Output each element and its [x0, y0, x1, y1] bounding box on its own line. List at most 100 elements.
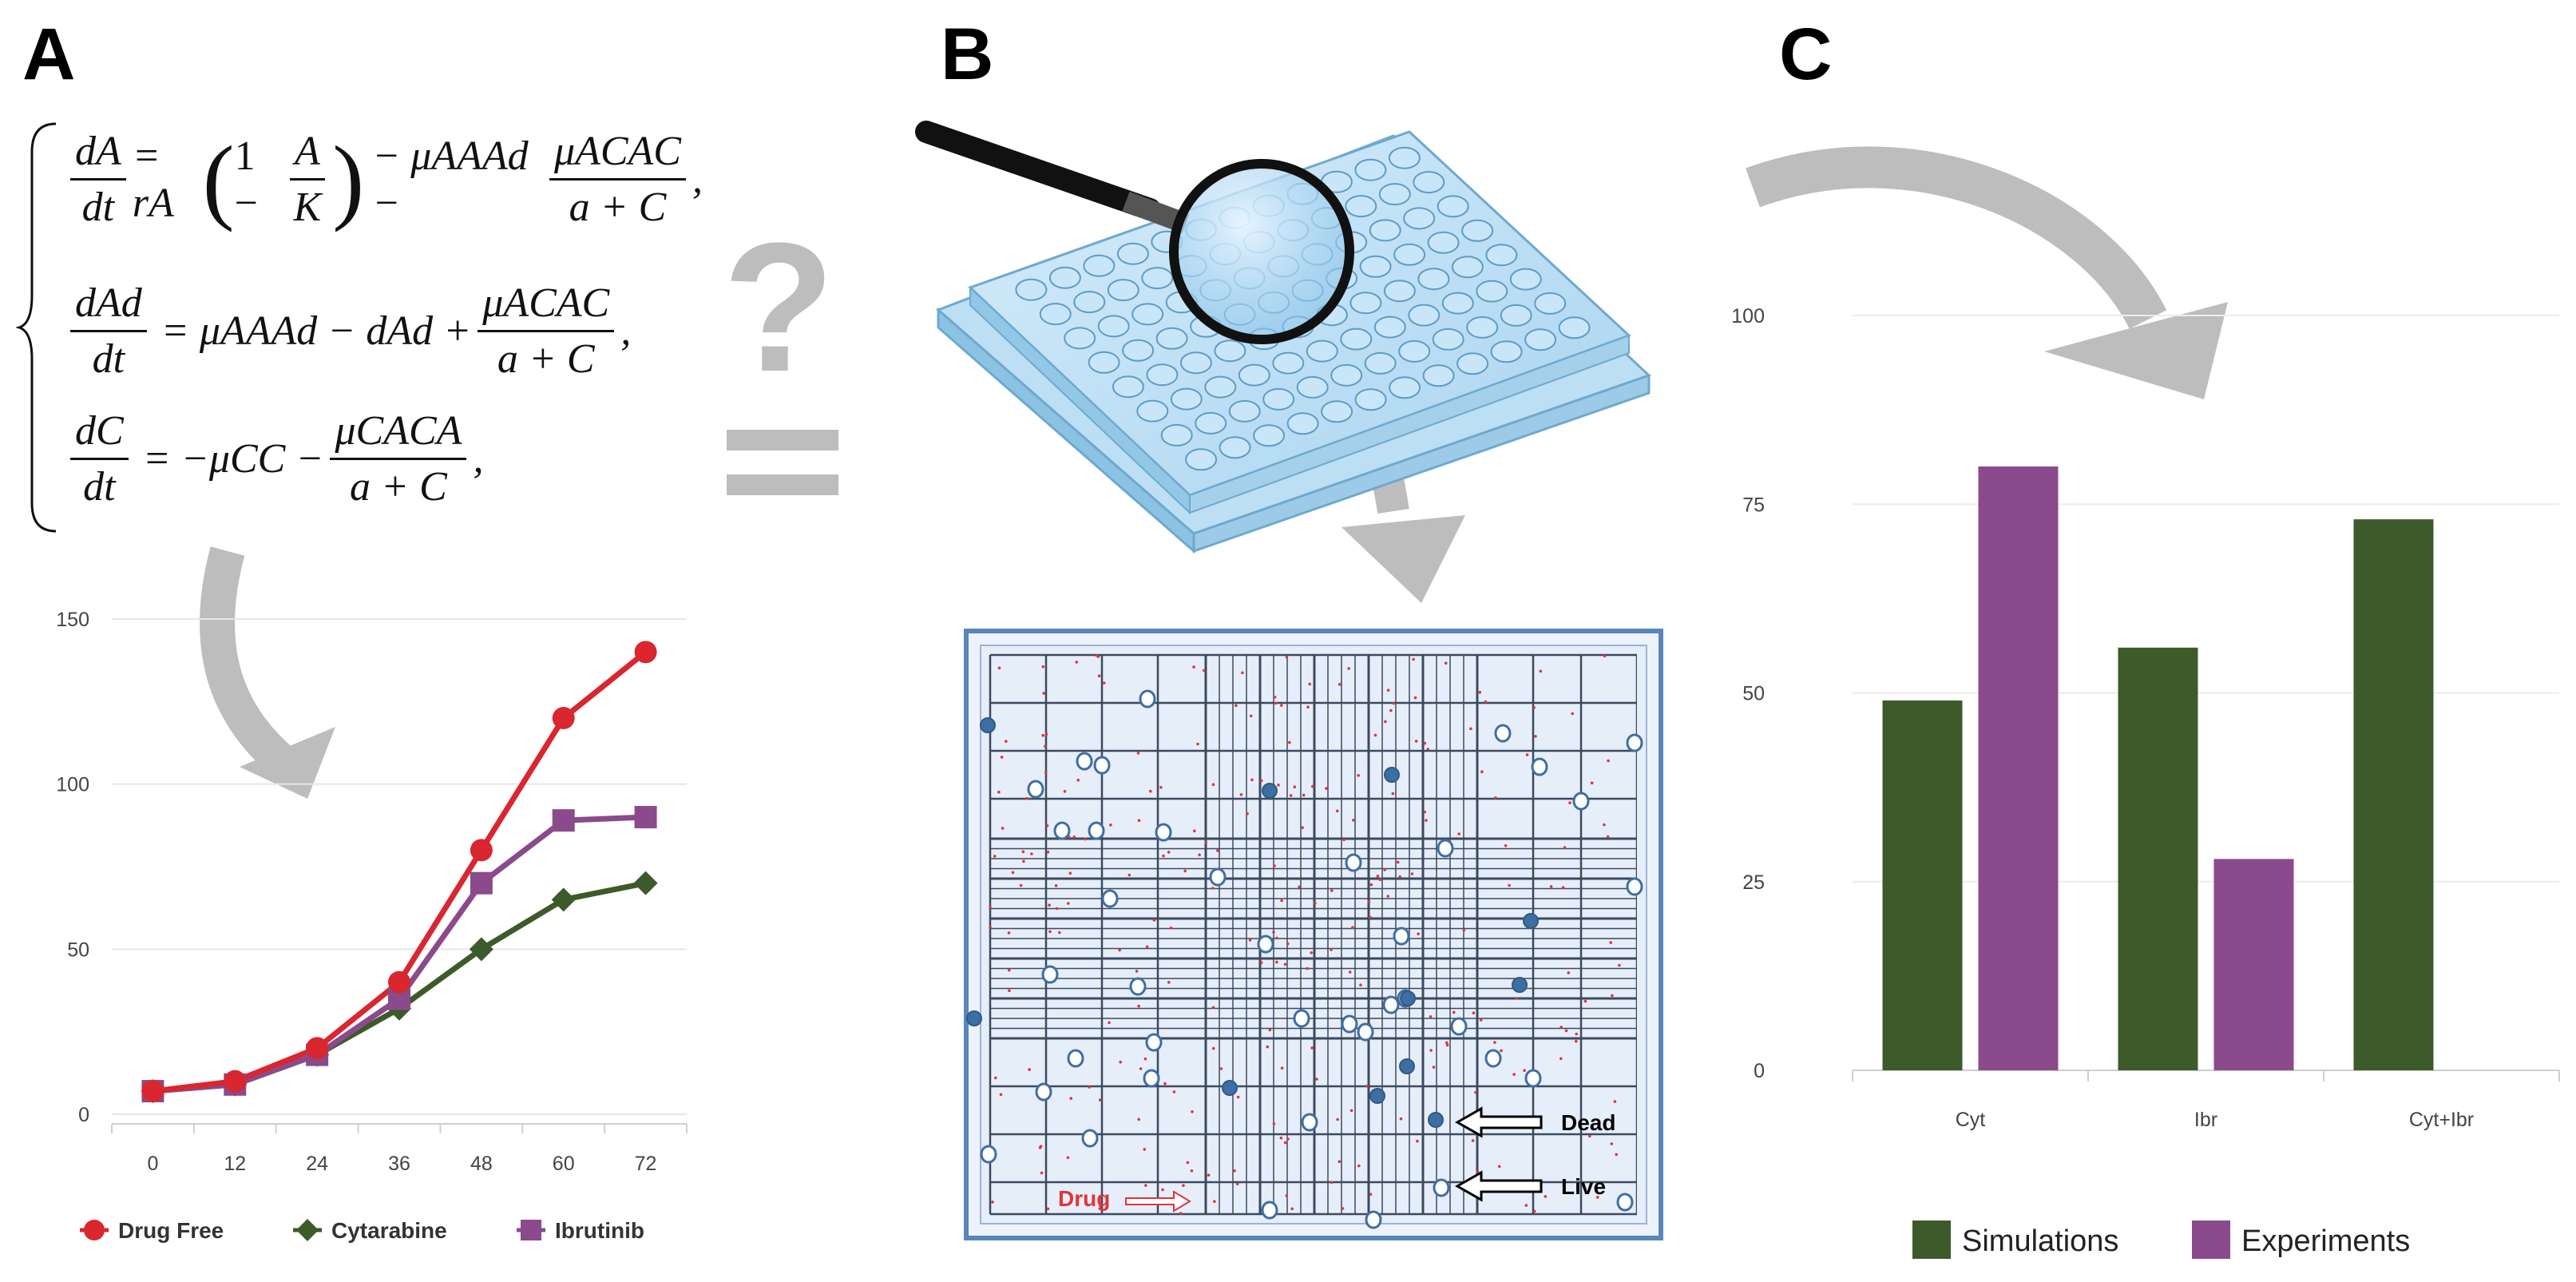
drug-particle [1152, 919, 1156, 922]
drug-particle [1365, 1084, 1369, 1088]
drug-particle [1425, 819, 1428, 822]
drug-particle [999, 1093, 1003, 1097]
live-cell [1301, 1113, 1318, 1132]
drug-particle [1280, 1066, 1284, 1070]
drug-particle [1484, 700, 1488, 704]
drug-particle [1058, 931, 1061, 935]
drug-particle [1396, 860, 1400, 864]
equals-bar-top [727, 430, 838, 450]
drug-particle [1493, 1041, 1496, 1044]
drug-particle [1099, 1205, 1102, 1208]
x-tick-label: 48 [470, 1153, 493, 1175]
drug-particle [1289, 794, 1293, 797]
drug-particle [1137, 1004, 1140, 1008]
legend-marker [296, 1219, 319, 1241]
live-cell [1155, 823, 1172, 842]
legend-marker [84, 1220, 105, 1240]
drug-particle [1045, 824, 1049, 828]
dead-cell [1523, 913, 1539, 929]
drug-particle [1610, 1142, 1614, 1145]
live-cell [1257, 935, 1274, 954]
drug-particle [1494, 796, 1497, 800]
drug-particle [1606, 835, 1610, 839]
drug-particle [1474, 1090, 1477, 1094]
plate-well [1015, 278, 1048, 301]
drug-particle [1135, 970, 1139, 973]
data-point [634, 641, 657, 664]
y-tick-label: 100 [1731, 305, 1765, 327]
drug-particle [1561, 886, 1565, 889]
live-cell [1293, 1009, 1310, 1028]
drug-particle [1072, 835, 1076, 839]
live-arrow-icon [1454, 1170, 1543, 1202]
plate-well [1349, 292, 1382, 315]
plate-well [1048, 266, 1081, 289]
live-cell [1209, 867, 1227, 887]
live-cell [1382, 995, 1400, 1014]
x-tick-label: 12 [224, 1153, 246, 1175]
drug-particle [1613, 1100, 1617, 1103]
drug-particle [1308, 682, 1311, 686]
drug-particle [1500, 1049, 1503, 1053]
drug-particle [1348, 970, 1352, 974]
y-tick-label: 100 [56, 774, 89, 796]
drug-particle [1040, 1171, 1044, 1175]
live-cell [1067, 1049, 1084, 1068]
plate-well [1179, 351, 1212, 375]
x-tick-label: Cyt [1956, 1109, 1986, 1131]
live-cell [1035, 1082, 1052, 1101]
drug-particle [1005, 740, 1008, 743]
data-point [551, 887, 576, 912]
plate-well [1437, 195, 1469, 218]
drug-particle [1378, 878, 1382, 881]
plate-well [1219, 436, 1251, 459]
drug-particle [1445, 1041, 1449, 1045]
drug-particle [1508, 883, 1511, 887]
dead-arrow-icon [1454, 1106, 1543, 1138]
drug-particle [1286, 1137, 1290, 1141]
drug-particle [1310, 951, 1314, 955]
drug-particle [1008, 989, 1011, 993]
drug-particle [1109, 824, 1112, 827]
plate-well [1097, 315, 1130, 338]
drug-particle [1302, 793, 1306, 797]
drug-particle [1359, 983, 1362, 986]
drug-particle [1019, 883, 1023, 887]
live-cell [1145, 1033, 1163, 1052]
drug-particle [993, 855, 997, 858]
drug-particle [1369, 883, 1373, 887]
drug-particle [1211, 1006, 1215, 1010]
bar-simulations [2118, 647, 2198, 1070]
drug-particle [1607, 759, 1610, 763]
drug-particle [1055, 907, 1059, 911]
drug-particle [1330, 948, 1333, 951]
legend-swatch [1912, 1220, 1951, 1259]
drug-particle [1000, 756, 1004, 759]
drug-particle [1279, 1136, 1283, 1140]
plate-well [1214, 339, 1246, 363]
dead-cell [1222, 1080, 1238, 1096]
plate-well [1345, 195, 1377, 218]
live-cell [1027, 780, 1044, 799]
drug-particle [989, 905, 992, 909]
drug-particle [1532, 1209, 1536, 1213]
plate-well [1427, 231, 1460, 254]
drug-particle [1076, 778, 1080, 782]
drug-particle [1190, 1169, 1194, 1173]
drug-particle [1567, 971, 1571, 974]
drug-particle [989, 926, 992, 929]
drug-particle [1144, 1184, 1147, 1187]
drug-particle [1347, 667, 1350, 670]
drug-particle [1069, 1097, 1073, 1100]
drug-particle [1342, 838, 1345, 842]
drug-particle [1249, 714, 1253, 718]
drug-particle [1137, 819, 1141, 822]
drug-particle [1277, 784, 1280, 787]
x-tick-label: 36 [388, 1153, 410, 1175]
drug-particle [1429, 1049, 1433, 1052]
drug-particle [1233, 1169, 1236, 1173]
plate-well [1393, 243, 1426, 266]
plate-well [1383, 280, 1416, 303]
plate-well [1170, 387, 1203, 411]
drug-particle [1216, 849, 1219, 852]
